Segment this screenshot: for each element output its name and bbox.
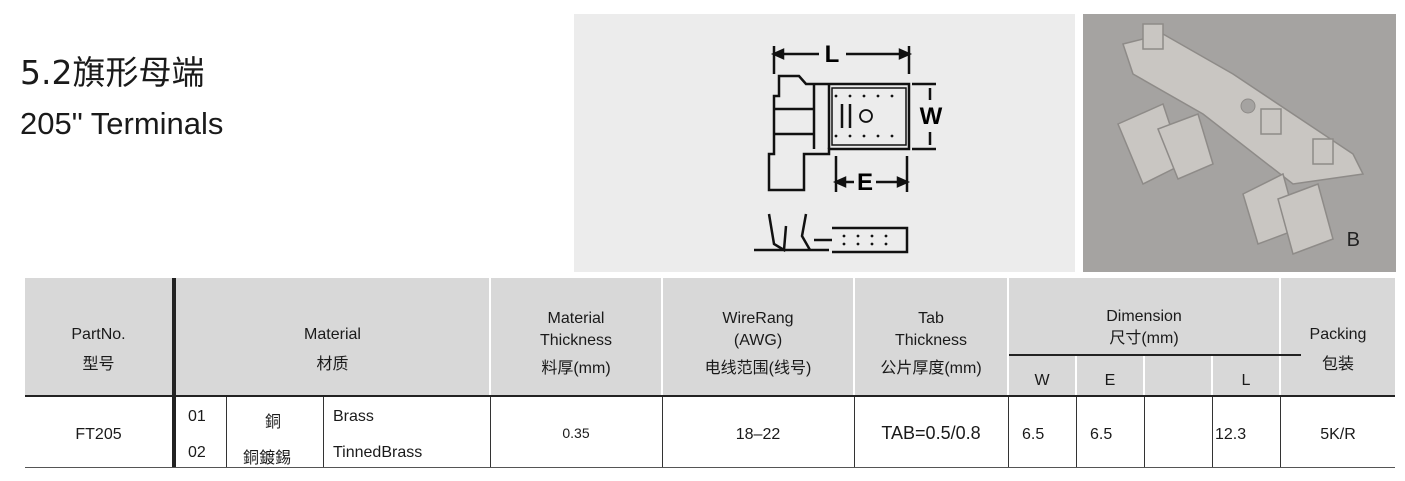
page-title-cn: 5.2旗形母端 [20, 53, 205, 92]
header-thickness: Material Thickness 料厚(mm) [539, 310, 613, 377]
cell-packing: 5K/R [1320, 426, 1356, 443]
dimension-l-label: L [825, 41, 840, 68]
cell-tab-thickness: TAB=0.5/0.8 [881, 423, 981, 443]
dimension-w-label: W [920, 103, 943, 130]
cell-wire-range: 18–22 [735, 426, 781, 443]
photo-label: B [1346, 229, 1360, 251]
page-title-en: 205" Terminals [20, 106, 224, 141]
header-partno: PartNo. 型号 [71, 326, 126, 373]
header-tab-thickness: Tab Thickness 公片厚度(mm) [880, 310, 982, 377]
header-dim-w: W [1034, 372, 1050, 389]
material-en-02: TinnedBrass [333, 444, 423, 461]
material-cn-01: 銅 [265, 412, 282, 431]
product-photo: B [1083, 14, 1396, 272]
technical-drawing: L W E [574, 14, 1075, 272]
cell-thickness: 0.35 [562, 425, 590, 441]
material-en-01: Brass [333, 408, 374, 425]
header-dim-l: L [1241, 372, 1251, 389]
header-packing: Packing 包装 [1309, 326, 1367, 373]
cell-partno: FT205 [75, 426, 122, 443]
header-dimension: Dimension 尺寸(mm) [1106, 308, 1182, 347]
material-code-02: 02 [188, 444, 206, 461]
spec-table: PartNo. 型号 Material 材质 Material Thicknes… [25, 278, 1395, 468]
header-material: Material 材质 [304, 326, 361, 373]
cell-dim-w: 6.5 [1022, 426, 1045, 443]
dimension-e-label: E [857, 169, 873, 196]
header-wire-range: WireRang (AWG) 电线范围(线号) [704, 310, 812, 377]
header-dim-e: E [1104, 372, 1116, 389]
material-code-01: 01 [188, 408, 206, 425]
cell-dim-e: 6.5 [1090, 426, 1113, 443]
cell-dim-l: 12.3 [1215, 426, 1247, 443]
material-cn-02: 銅鍍錫 [243, 448, 292, 467]
